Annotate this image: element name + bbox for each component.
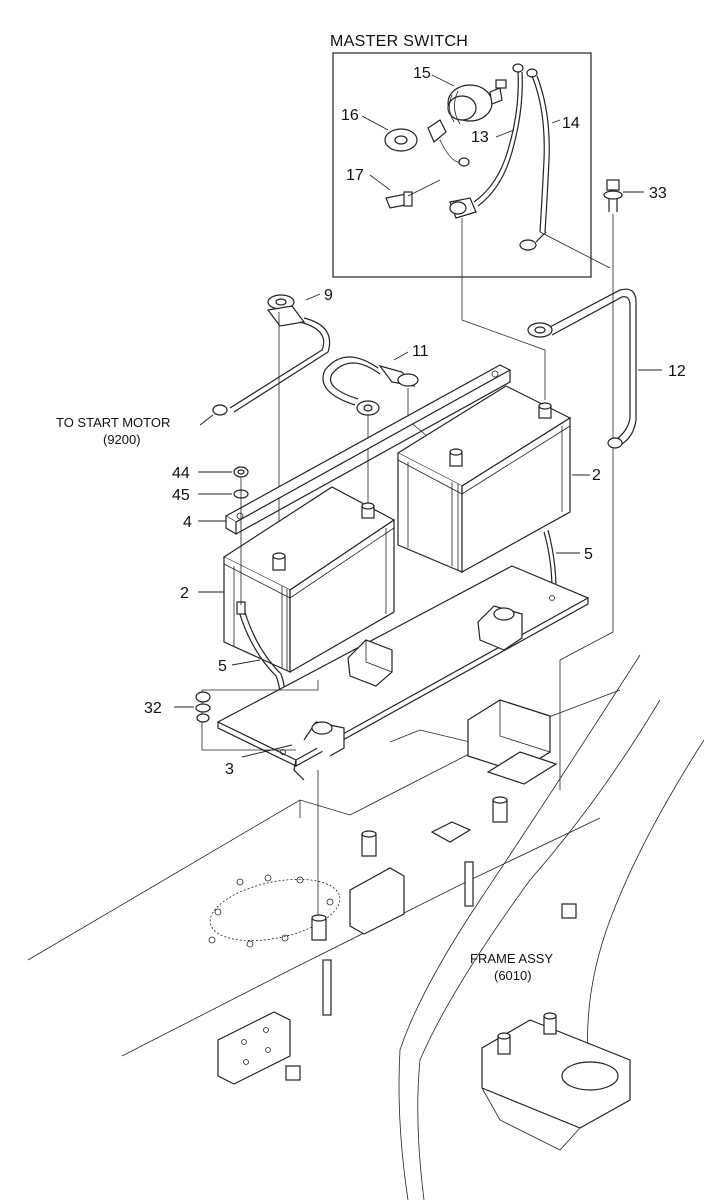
part-label-32: 32 <box>144 700 162 717</box>
part-label-9: 9 <box>324 287 333 304</box>
part-label-2-right: 2 <box>592 467 601 484</box>
cable-11: 11 <box>322 343 456 510</box>
part-label-15: 15 <box>413 65 431 82</box>
cable-12: 12 <box>527 288 686 449</box>
part-label-12: 12 <box>668 363 686 380</box>
hold-down-bar-4: 4 <box>183 364 512 536</box>
bolt-32: 32 <box>144 691 211 723</box>
part-label-4: 4 <box>183 514 192 531</box>
part-label-14: 14 <box>562 115 580 132</box>
cable-13 <box>473 71 519 203</box>
master-switch-box: MASTER SWITCH <box>330 33 592 278</box>
frame-assy-ref: (6010) <box>494 968 532 983</box>
part-label-45: 45 <box>172 487 190 504</box>
part-label-5-right: 5 <box>584 546 593 563</box>
bolt-33: 33 <box>603 179 667 212</box>
part-label-44: 44 <box>172 465 190 482</box>
part-label-5-left: 5 <box>218 658 227 675</box>
frame-structure <box>27 654 704 1200</box>
part-label-11: 11 <box>412 343 429 360</box>
battery-right: 2 <box>396 385 601 574</box>
battery-tray-3: 3 <box>216 565 590 781</box>
battery-left: 2 <box>180 486 396 674</box>
master-switch-body <box>447 63 538 125</box>
part-label-16: 16 <box>341 107 359 124</box>
frame-assy-label: FRAME ASSY <box>470 951 553 966</box>
master-switch-title: MASTER SWITCH <box>330 33 468 50</box>
cable-5-right: 5 <box>543 529 593 591</box>
part-label-33: 33 <box>649 185 667 202</box>
cable-14 <box>531 75 545 233</box>
part-label-13: 13 <box>471 129 489 146</box>
part-label-17: 17 <box>346 167 364 184</box>
nut-44: 44 <box>172 465 249 482</box>
to-start-motor-label: TO START MOTOR <box>56 415 170 430</box>
cable-9: 9 <box>199 287 333 555</box>
part-label-2-left: 2 <box>180 585 189 602</box>
part-label-3: 3 <box>225 761 234 778</box>
to-start-motor-ref: (9200) <box>103 432 141 447</box>
washer-45: 45 <box>172 487 249 504</box>
